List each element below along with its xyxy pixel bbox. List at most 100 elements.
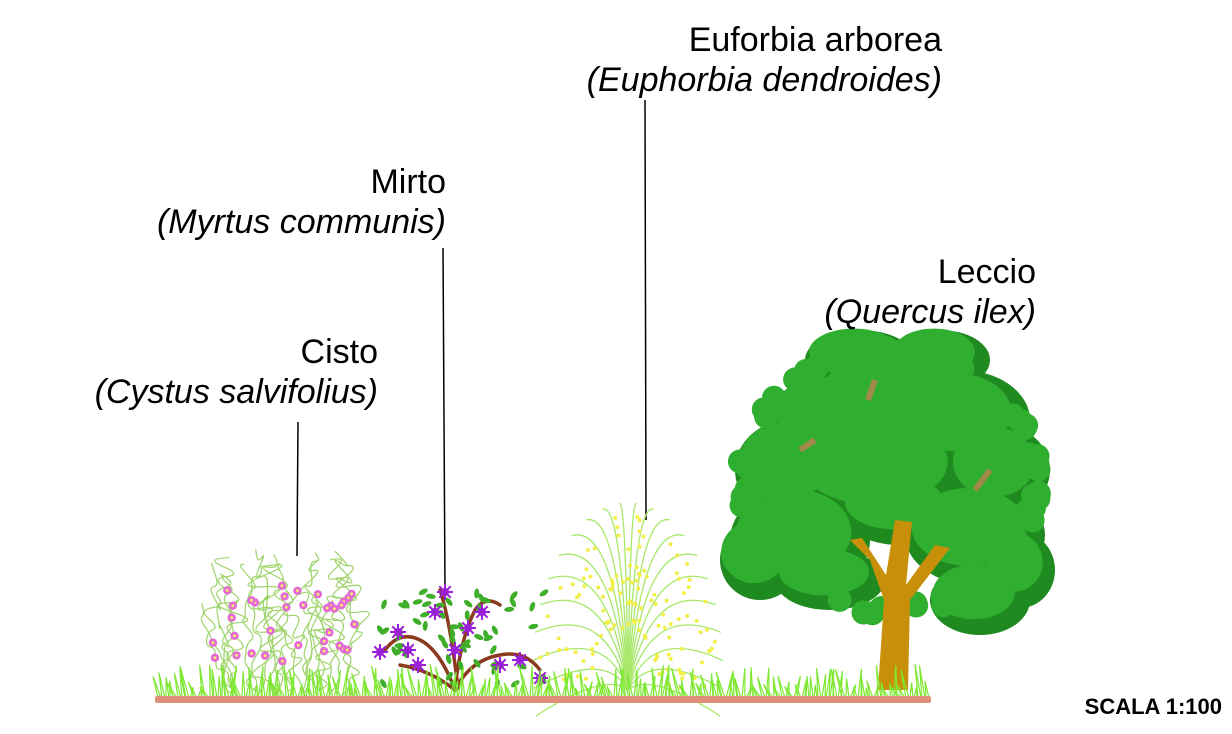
holm-oak-common-name: Leccio: [937, 253, 1036, 291]
euphorbia-flower: [589, 647, 594, 652]
euphorbia-branch: [618, 503, 629, 691]
myrtle-leaf: [510, 591, 518, 600]
cistus-flower-center: [283, 594, 287, 598]
euphorbia-branch: [627, 575, 708, 691]
cistus-flower-center: [263, 654, 267, 658]
euphorbia-flower: [600, 594, 605, 599]
oak-leaf-edge: [754, 404, 779, 429]
euphorbia-flower: [652, 592, 657, 597]
grass-blade: [732, 670, 738, 699]
cistus-stem: [327, 558, 353, 692]
oak-leaf-edge: [804, 355, 829, 380]
cistus-flower-center: [284, 605, 288, 609]
myrtle-flower: [478, 608, 486, 616]
euphorbia-flower: [538, 655, 543, 660]
cistus-flower-center: [250, 598, 253, 602]
euphorbia-flower: [636, 586, 641, 591]
grass-blade: [481, 678, 486, 699]
myrtle-flower: [441, 588, 449, 596]
euphorbia-flower: [612, 623, 617, 628]
cistus-stem: [307, 606, 340, 692]
grass-blade: [845, 678, 850, 699]
euphorbia-flower: [686, 585, 691, 590]
grass-blade: [158, 672, 166, 699]
euphorbia-flower: [594, 641, 599, 646]
euphorbia-flower: [682, 591, 687, 596]
cistus-stem: [335, 564, 370, 700]
euphorbia-branch: [534, 624, 629, 691]
grass-blade: [765, 667, 770, 699]
grass-blade: [173, 672, 182, 699]
euphorbia-flower: [680, 676, 685, 681]
euphorbia-flower: [637, 628, 642, 633]
grass-blade: [715, 671, 726, 699]
euphorbia-flower: [577, 592, 582, 597]
grass-blade: [657, 665, 665, 699]
holm-oak-label: Leccio (Quercus ilex): [824, 252, 1036, 332]
euphorbia-flower: [615, 525, 620, 530]
euphorbia-flower: [698, 630, 703, 635]
grass-blade: [637, 678, 642, 699]
grass-blade: [600, 676, 610, 699]
grass-blade: [729, 680, 734, 699]
grass-blade: [741, 668, 746, 699]
euphorbia-branch: [627, 624, 722, 691]
grass-blade: [397, 669, 402, 699]
cistus-flower-center: [280, 659, 284, 663]
euphorbia-flower: [620, 626, 625, 631]
myrtle-branch: [453, 652, 542, 692]
grass-blade: [485, 677, 491, 699]
grass-blade: [583, 683, 594, 699]
euphorbia-flower: [558, 585, 563, 590]
grass-blade: [417, 679, 422, 699]
grass-blade: [773, 687, 782, 699]
myrtle-leaf: [441, 639, 449, 649]
myrtle-leaf: [445, 654, 452, 664]
grass-blade: [493, 665, 499, 699]
grass-blade: [880, 685, 890, 699]
myrtle-leaf: [528, 623, 539, 630]
euphorbia-flower: [596, 585, 601, 590]
euphorbia-flower: [685, 561, 690, 566]
myrtle-leaf: [445, 597, 453, 606]
euphorbia-flower: [626, 547, 631, 552]
grass-blade: [633, 669, 638, 699]
euphorbia-flower: [667, 635, 672, 640]
cistus-flower-center: [250, 652, 254, 655]
oak-leaf-edge: [904, 344, 929, 369]
euphorbia-flower: [637, 544, 642, 549]
myrtle-leaf: [376, 625, 384, 635]
euphorbia-flower: [585, 547, 590, 552]
euphorbia-flower: [637, 529, 642, 534]
grass-blade: [385, 676, 391, 699]
holm-oak-tree: [720, 328, 1055, 690]
cistus-flower-center: [296, 643, 300, 647]
cistus-label: Cisto (Cystus salvifolius): [95, 332, 378, 412]
euphorbia-flower: [616, 533, 621, 538]
euphorbia-flower: [637, 518, 642, 523]
euphorbia-flower: [639, 606, 644, 611]
euphorbia-flower: [621, 579, 625, 584]
euphorbia-flower: [676, 617, 681, 621]
grass-blade: [165, 677, 170, 699]
grass-blade: [857, 668, 862, 699]
euphorbia-flower: [610, 581, 615, 586]
euphorbia-branch: [548, 575, 629, 691]
grass-blade: [716, 680, 722, 699]
cistus-stem: [342, 596, 360, 698]
grass-blade: [809, 676, 814, 699]
cistus-flower-center: [230, 616, 234, 620]
grass-blade: [890, 686, 902, 699]
oak-branch: [972, 468, 993, 492]
grass-blade: [363, 682, 374, 699]
euphorbia-flower: [642, 633, 647, 638]
euphorbia-flower: [678, 671, 683, 676]
myrtle-flower: [516, 656, 524, 664]
oak-leaf-edge: [827, 587, 852, 612]
euphorbia-flower: [637, 573, 642, 578]
grass-blade: [834, 669, 846, 699]
myrtle-branch: [398, 663, 457, 692]
grass-blade: [518, 665, 530, 699]
grass-blade: [678, 684, 690, 699]
cistus-stem: [239, 563, 262, 692]
